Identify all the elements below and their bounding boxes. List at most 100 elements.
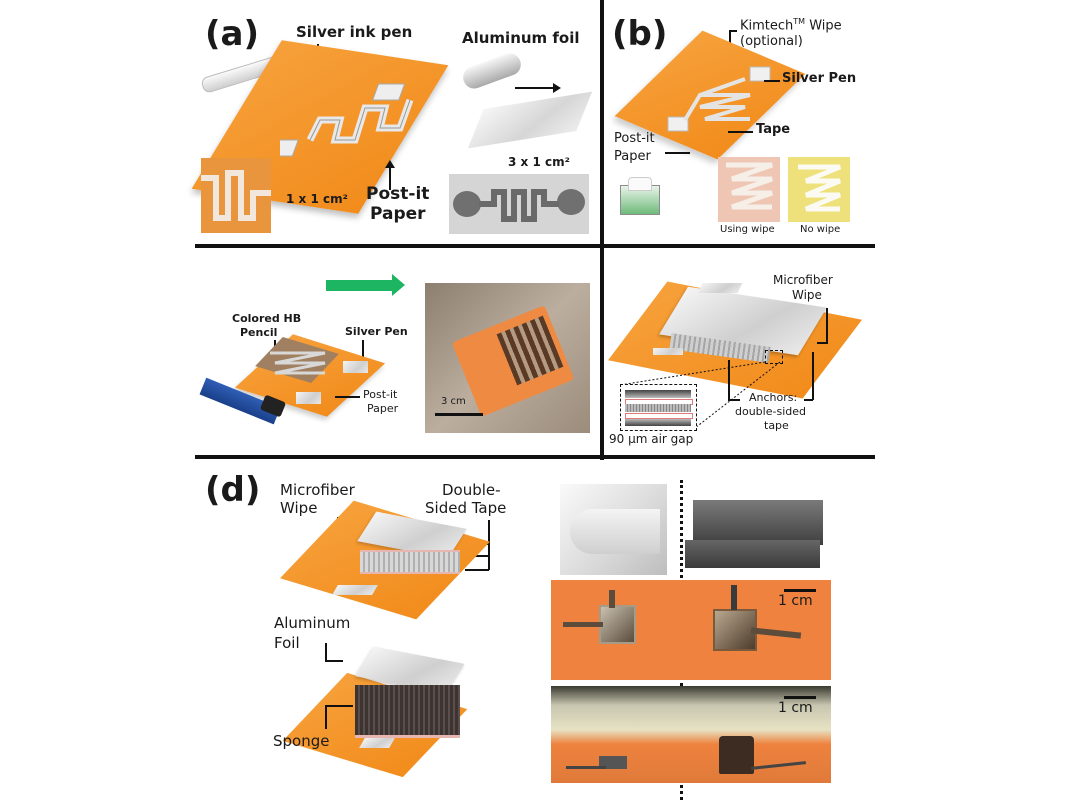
inset-gap-layer [625, 413, 693, 419]
arrow-anchor-left-h [728, 399, 740, 401]
label-scale-1cm-top: 1 cm [778, 593, 813, 609]
sponge-bottom-block [685, 540, 820, 568]
device-sponge-side [719, 736, 754, 774]
label-colored-hb: Colored HB [232, 312, 302, 325]
label-using-wipe: Using wipe [720, 224, 775, 235]
device-sponge-tab-v [731, 585, 737, 610]
wipe-fold [570, 509, 660, 554]
photo-no-wipe [788, 157, 850, 222]
silver-trace-c [270, 351, 326, 375]
divider-vertical-top [600, 0, 604, 460]
photo-devices-top-view: 1 cm [551, 580, 831, 680]
green-arrow-icon [326, 280, 394, 291]
label-pencil: Pencil [240, 326, 278, 339]
photo-flexible-sensor: 3 cm [425, 283, 590, 433]
arrow-post-it-c [335, 396, 360, 398]
arrowhead-up-icon [385, 160, 395, 168]
label-paper-b: Paper [614, 149, 651, 164]
arrow-tape-2 [465, 555, 489, 557]
panel-letter-a: (a) [205, 14, 260, 54]
photo-sponge-block [685, 490, 825, 570]
sponge-block-d2 [355, 685, 460, 738]
arrow-tape [728, 131, 753, 133]
arrow-silver-pen-b [764, 80, 780, 82]
label-optional: (optional) [740, 34, 803, 49]
device-microfiber-side [599, 756, 627, 769]
photo-microfiber-wipe [560, 484, 667, 575]
arrow-foil-d-h [325, 660, 343, 662]
photo-using-wipe [718, 157, 780, 222]
label-scale-3cm: 3 cm [441, 396, 466, 407]
label-foil-d: Foil [274, 634, 300, 652]
label-silver-pen-c: Silver Pen [345, 325, 408, 338]
label-kimtech: Kimtech [740, 18, 794, 34]
foil-roll-illustration [460, 50, 524, 92]
interdigitated-trace-b [667, 66, 771, 132]
microfiber-stack-d1 [360, 550, 460, 574]
device-sponge-side-tab [750, 761, 807, 770]
label-wipe-d: Wipe [280, 499, 318, 517]
arrow-sponge-v [325, 705, 327, 729]
inset-bottom-layer [625, 419, 691, 426]
silver-trace-illustration [280, 83, 414, 157]
arrow-post-it-b [665, 152, 690, 154]
arrow-foil [515, 87, 555, 89]
label-microfiber-c2: Microfiber [773, 273, 833, 287]
label-microfiber-d: Microfiber [280, 481, 355, 499]
arrow-anchor-right-h [804, 399, 813, 401]
divider-horizontal-bottom [195, 455, 875, 459]
scalebar-1cm-top [784, 589, 816, 592]
zoom-connector-lines [620, 361, 781, 429]
panel-letter-b: (b) [612, 14, 668, 54]
arrow-sponge-h [325, 705, 353, 707]
label-silver-pen-b: Silver Pen [782, 71, 857, 86]
arrow-kimtech-tick [729, 30, 737, 32]
zoom-box-small [765, 350, 783, 364]
label-aluminum-d: Aluminum [274, 614, 351, 632]
label-wipe-c2: Wipe [792, 288, 822, 302]
green-arrowhead-icon [392, 274, 405, 296]
foil-trace-illustration [467, 91, 593, 149]
label-no-wipe: No wipe [800, 224, 841, 235]
label-wipe: Wipe [805, 18, 842, 34]
photo-devices-side-view: 1 cm [551, 686, 831, 783]
device-sponge-tab-h [750, 627, 802, 639]
tab-d1 [332, 585, 378, 595]
label-paper: Paper [370, 204, 426, 224]
arrowhead-right-icon [553, 83, 561, 93]
kimtech-tissue-illustration [628, 177, 652, 191]
label-post-it: Post-it [366, 184, 430, 204]
label-double-sided: double-sided [735, 405, 806, 418]
label-kimtech-wipe: KimtechTM Wipe [740, 17, 842, 34]
arrow-double-sided-v [488, 520, 490, 570]
device-microfiber-top [599, 605, 636, 644]
inset-air-gap [620, 384, 697, 431]
panel-letter-d: (d) [205, 470, 261, 510]
arrow-foil-d-v [325, 643, 327, 661]
divider-horizontal-middle [195, 244, 875, 248]
device-microfiber-tab-h [563, 622, 603, 627]
arrow-microfiber-h [817, 342, 827, 344]
label-tape-c2: tape [764, 419, 789, 432]
device-microfiber-tab-v [609, 590, 615, 608]
arrow-post-it [389, 165, 391, 190]
label-tape: Tape [756, 122, 791, 137]
label-sponge: Sponge [273, 732, 330, 750]
label-size-1x1: 1 x 1 cm² [286, 192, 348, 206]
silver-pad-c1 [343, 361, 368, 373]
label-silver-ink-pen: Silver ink pen [296, 23, 413, 41]
label-paper-c: Paper [367, 402, 399, 415]
photo-foil-trace-3x1 [449, 174, 589, 234]
photo-silver-trace-1x1 [201, 158, 271, 233]
silver-pad-c2 [296, 392, 321, 404]
scalebar-1cm-bottom [784, 696, 816, 699]
scalebar-3cm [435, 413, 483, 416]
tab-d2 [359, 738, 395, 748]
arrow-anchor-right-v [812, 352, 814, 400]
arrow-silver-pen-c [362, 340, 364, 358]
label-air-gap: 90 µm air gap [609, 432, 694, 446]
label-sided-tape: Sided Tape [425, 499, 507, 517]
arrow-tape-3 [465, 569, 489, 571]
device-microfiber-side-tab [566, 766, 606, 769]
arrow-anchor-left-v [728, 360, 730, 400]
